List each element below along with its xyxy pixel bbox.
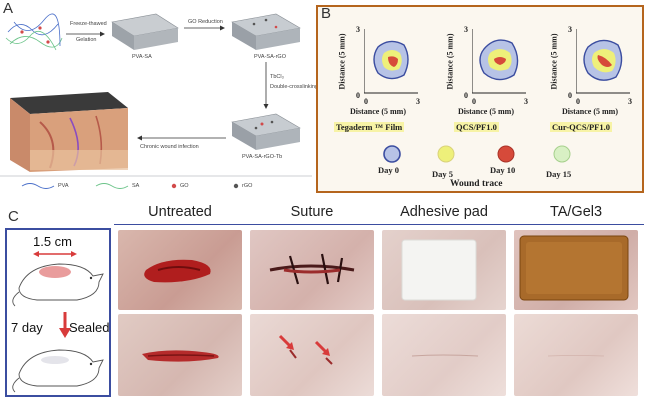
legend-day-0: Day 0 [378, 165, 400, 175]
x-tick-max: 3 [524, 97, 528, 106]
y-tick-max: 3 [464, 25, 468, 34]
y-tick-max: 3 [568, 25, 572, 34]
day-0-swatch-icon [383, 145, 401, 163]
day-10-swatch-icon [497, 145, 515, 163]
red-arrow-icon [314, 340, 330, 356]
day-10-trace [494, 57, 506, 65]
group-label-tegaderm: Tegaderm ™ Film [334, 122, 405, 132]
legend-day-10: Day 10 [490, 165, 516, 175]
wound-trace-legend-icons [383, 145, 571, 163]
column-adhesive-pad: Adhesive pad [400, 204, 488, 220]
x-tick-min: 0 [576, 97, 580, 106]
pva-sa-rgo-block [231, 13, 301, 50]
legend-go-label: GO [180, 183, 189, 189]
day-10-trace [388, 56, 398, 67]
step-freeze-thawed: Freeze-thawed [70, 21, 107, 27]
day-15-swatch-icon [553, 145, 571, 163]
column-ta-gel3: TA/Gel3 [549, 204, 603, 220]
trace-plot-1: Distance (5 mm) 3 0 0 3 Distance (5 mm) … [328, 19, 428, 139]
photo-ta-gel3-day7 [514, 314, 638, 396]
panel-a-letter: A [3, 0, 14, 17]
y-tick-min: 0 [568, 91, 572, 100]
x-tick-min: 0 [364, 97, 368, 106]
trace-plot-2-svg [472, 29, 526, 94]
step-tbcl3: TbCl₃ [270, 74, 284, 80]
y-tick-max: 3 [356, 25, 360, 34]
time-label: 7 day [11, 320, 43, 335]
panel-b: B Distance (5 mm) 3 0 0 3 Distance (5 mm… [316, 5, 644, 193]
photo-adhesive-pad-day7 [382, 314, 506, 396]
photo-untreated-day7 [118, 314, 242, 396]
y-axis-label: Distance (5 mm) [549, 33, 559, 90]
rat-schematic-panel: 1.5 cm 7 day Sealed [5, 228, 111, 397]
legend-pva-label: PVA [58, 183, 69, 189]
label-pva-sa-rgo: PVA-SA-rGO [254, 54, 286, 60]
step-go-reduction: GO Reduction [188, 19, 223, 25]
y-axis-label: Distance (5 mm) [445, 33, 455, 90]
label-pva-sa: PVA-SA [132, 54, 152, 60]
rat-sealed-icon [12, 349, 104, 393]
rgo-legend-icon [233, 183, 239, 189]
photo-suture-day0 [250, 230, 374, 310]
y-axis-label: Distance (5 mm) [337, 33, 347, 90]
legend-sa-label: SA [132, 183, 140, 189]
label-chronic-wound-infection: Chronic wound infection [140, 144, 199, 150]
day-5-swatch-icon [437, 145, 455, 163]
panel-a: A [0, 0, 318, 196]
y-tick-min: 0 [464, 91, 468, 100]
column-untreated: Untreated [148, 204, 212, 220]
panel-b-letter: B [321, 5, 332, 22]
x-axis-label: Distance (5 mm) [458, 107, 514, 116]
x-tick-max: 3 [628, 97, 632, 106]
trace-plot-3-svg [576, 29, 630, 94]
red-arrow-icon [278, 334, 294, 350]
rat-wounded-icon [12, 251, 104, 307]
pva-sa-block [111, 13, 179, 50]
polymer-network-icon [5, 13, 63, 51]
pva-legend-icon [21, 183, 55, 189]
sealed-label: Sealed [69, 320, 110, 335]
trace-plot-1-svg [364, 29, 418, 94]
legend-title: Wound trace [450, 179, 503, 189]
down-arrow-icon [59, 312, 71, 338]
x-axis-label: Distance (5 mm) [350, 107, 406, 116]
legend-day-15: Day 15 [546, 169, 572, 179]
step-gelation: Gelation [76, 37, 97, 43]
group-label-qcs-pf: QCS/PF1.0 [454, 122, 499, 132]
label-pva-sa-rgo-tb: PVA-SA-rGO-Tb [242, 154, 283, 160]
x-tick-min: 0 [472, 97, 476, 106]
trace-plot-3: Distance (5 mm) 3 0 0 3 Distance (5 mm) … [540, 19, 644, 139]
panel-c-letter: C [8, 208, 19, 225]
day-10-trace [597, 55, 612, 67]
y-tick-min: 0 [356, 91, 360, 100]
step-double-crosslinking: Double-crosslinking [270, 84, 318, 90]
panel-a-illustration [0, 13, 312, 189]
legend-day-5: Day 5 [432, 169, 454, 179]
photo-suture-day7 [250, 314, 374, 396]
x-tick-max: 3 [416, 97, 420, 106]
photo-untreated-day0 [118, 230, 242, 310]
panel-c-divider [114, 224, 644, 225]
group-label-cur-qcs-pf: Cur-QCS/PF1.0 [550, 122, 613, 132]
go-legend-icon [171, 183, 177, 189]
wound-size-label: 1.5 cm [33, 234, 73, 249]
legend-rgo-label: rGO [242, 183, 253, 189]
x-axis-label: Distance (5 mm) [562, 107, 618, 116]
column-suture: Suture [290, 204, 334, 220]
pva-sa-rgo-tb-block [231, 113, 301, 150]
photo-ta-gel3-day0 [514, 230, 638, 310]
sa-legend-icon [95, 183, 129, 189]
trace-plot-2: Distance (5 mm) 3 0 0 3 Distance (5 mm) … [436, 19, 536, 139]
photo-adhesive-pad-day0 [382, 230, 506, 310]
skin-wound-icon [10, 92, 128, 172]
